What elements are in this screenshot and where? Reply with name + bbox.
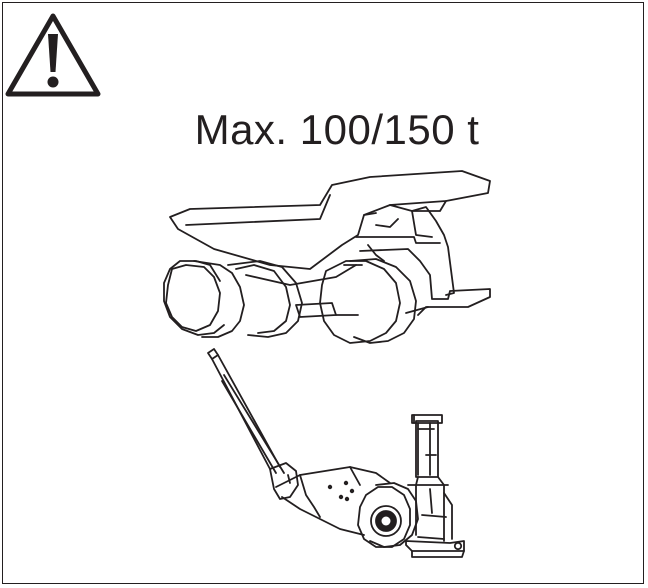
capacity-text: Max. 100/150 t: [194, 106, 480, 153]
warning-triangle-icon: [5, 13, 101, 97]
dump-truck-illustration: [163, 170, 491, 344]
air-hydraulic-jack-illustration: [207, 348, 465, 558]
